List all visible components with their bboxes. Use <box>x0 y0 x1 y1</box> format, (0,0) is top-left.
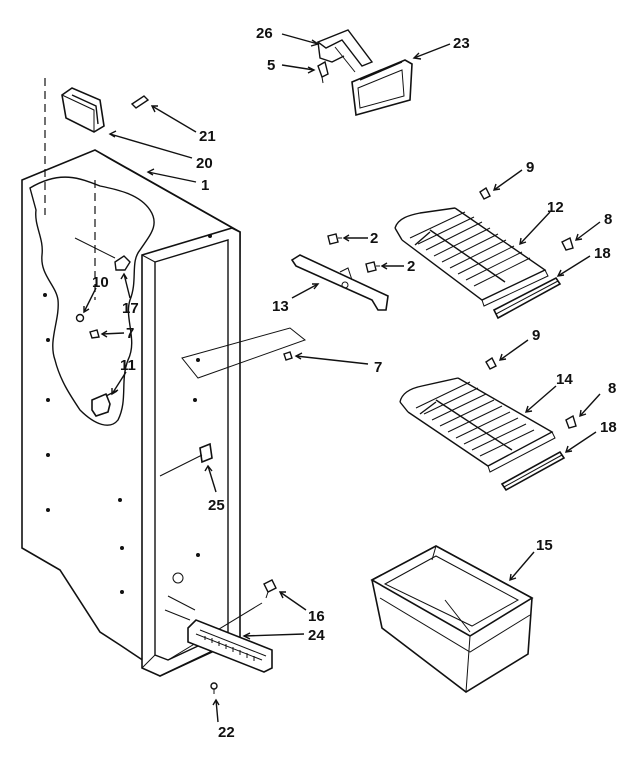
callout-11: 11 <box>120 357 136 374</box>
callout-15: 15 <box>536 537 553 554</box>
callout-labels: 26 23 5 21 20 1 9 12 8 2 2 18 10 17 13 7… <box>92 25 617 741</box>
liner-hardware <box>75 255 293 477</box>
callout-9-upper: 9 <box>526 159 534 176</box>
callout-8-lower: 8 <box>608 380 616 397</box>
callout-17: 17 <box>122 300 139 317</box>
callout-7-right: 7 <box>374 359 382 376</box>
callout-16: 16 <box>308 608 325 625</box>
callout-22: 22 <box>218 724 235 741</box>
callout-25: 25 <box>208 497 225 514</box>
callout-14: 14 <box>556 371 573 388</box>
callout-26: 26 <box>256 25 273 42</box>
callout-21: 21 <box>199 128 216 145</box>
callout-2-upper: 2 <box>370 230 378 247</box>
callout-10: 10 <box>92 274 109 291</box>
storage-bin <box>370 545 534 693</box>
callout-18-lower: 18 <box>600 419 617 436</box>
callout-2-lower: 2 <box>407 258 415 275</box>
freezer-liner-cabinet <box>21 78 307 677</box>
callout-18-upper: 18 <box>594 245 611 262</box>
bottom-parts <box>187 579 277 694</box>
callout-12: 12 <box>547 199 564 216</box>
callout-23: 23 <box>453 35 470 52</box>
upper-hinge-parts <box>61 87 150 133</box>
wire-shelf-lower <box>399 356 577 492</box>
callout-24: 24 <box>308 627 325 644</box>
callout-13: 13 <box>272 298 289 315</box>
wire-shelf-upper <box>394 186 574 320</box>
callout-8-upper: 8 <box>604 211 612 228</box>
callout-1: 1 <box>201 177 209 194</box>
shelf-bracket <box>290 233 389 311</box>
callout-9-lower: 9 <box>532 327 540 344</box>
callout-5: 5 <box>267 57 275 74</box>
callout-20: 20 <box>196 155 213 172</box>
callout-7-left: 7 <box>126 325 134 342</box>
ice-bin-guide-assembly <box>316 29 413 117</box>
leader-lines <box>83 33 601 723</box>
